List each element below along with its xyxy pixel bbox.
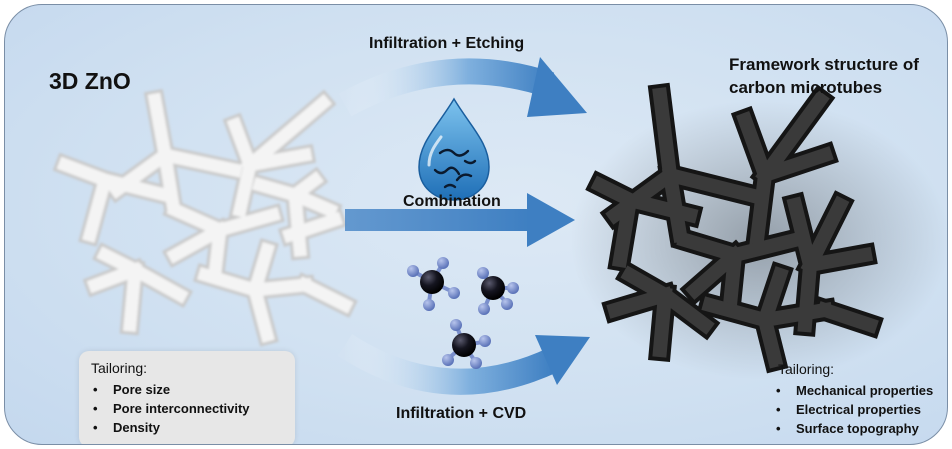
carbon-tailoring-list: Mechanical properties Electrical propert… — [776, 381, 933, 438]
zno-tailoring-list: Pore size Pore interconnectivity Density — [93, 380, 250, 437]
list-item: Density — [93, 418, 250, 437]
methane-molecule-icon — [407, 257, 460, 311]
list-item: Mechanical properties — [776, 381, 933, 400]
arrow-middle — [345, 193, 575, 247]
zno-tailoring-title: Tailoring: — [91, 360, 148, 376]
arrow-top-label: Infiltration + Etching — [369, 35, 525, 52]
arrow-middle-label: Combination — [403, 193, 501, 210]
diagram-panel: 3D ZnO Framework structure of carbon mic… — [4, 4, 948, 445]
carbon-tailoring-title: Tailoring: — [778, 361, 835, 377]
list-item: Pore size — [93, 380, 250, 399]
zno-tailoring-box: Tailoring: Pore size Pore interconnectiv… — [79, 351, 295, 444]
arrow-bottom — [337, 334, 590, 395]
diagram-scene — [52, 57, 947, 395]
arrow-bottom-label: Infiltration + CVD — [396, 405, 527, 422]
carbon-title-line1: Framework structure of — [729, 55, 919, 74]
arrow-top — [338, 57, 587, 117]
carbon-framework — [585, 82, 884, 374]
zno-title: 3D ZnO — [49, 68, 131, 94]
methane-molecule-icon — [477, 267, 519, 315]
list-item: Pore interconnectivity — [93, 399, 250, 418]
water-droplet-icon — [418, 97, 490, 201]
carbon-title-line2: carbon microtubes — [729, 78, 883, 97]
list-item: Electrical properties — [776, 400, 933, 419]
list-item: Surface topography — [776, 419, 933, 438]
zno-framework — [52, 88, 358, 347]
carbon-title: Framework structure of carbon microtubes — [729, 53, 919, 99]
methane-molecule-icon — [442, 319, 491, 369]
